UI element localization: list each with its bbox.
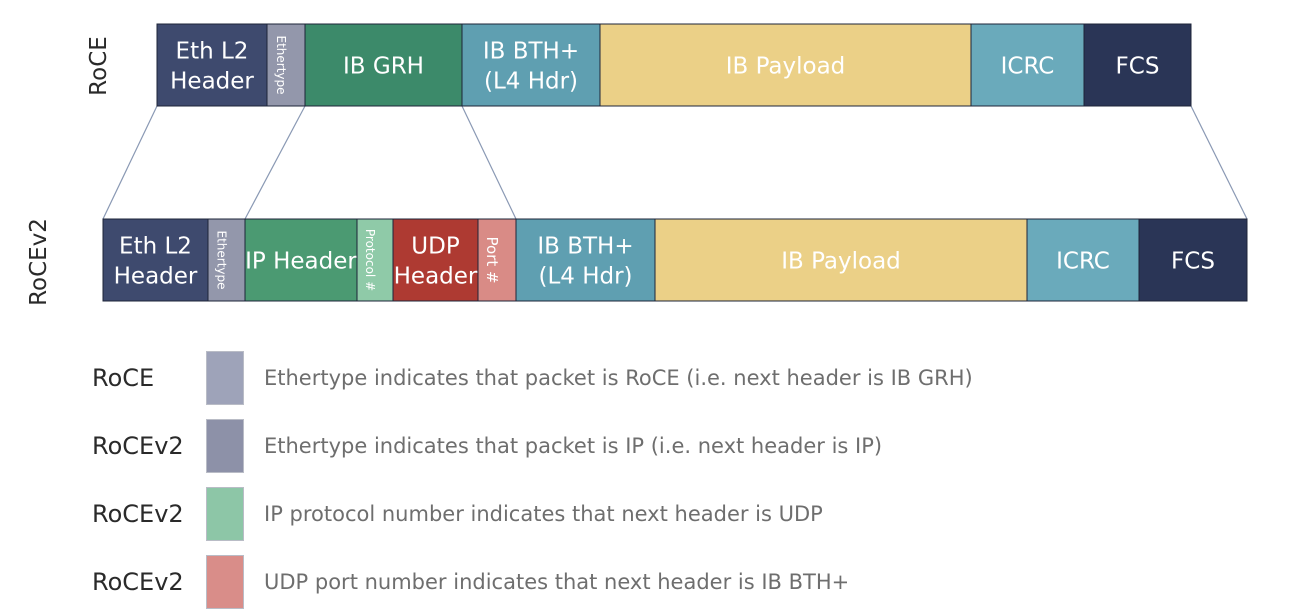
- rocev2-segment-eth-l2: [102, 218, 209, 302]
- rocev2-segment-port: [477, 218, 517, 302]
- roce-label-fcs: FCS: [1116, 53, 1160, 79]
- rocev2-label-port: Port #: [483, 236, 501, 283]
- roce-segment-eth-l2: [156, 23, 268, 107]
- legend-swatch: [206, 351, 244, 405]
- rocev2-label-payload: IB Payload: [781, 248, 901, 274]
- zoom-line: [1190, 105, 1248, 220]
- legend-description: IP protocol number indicates that next h…: [264, 502, 823, 526]
- legend-swatch: [206, 419, 244, 473]
- roce-segment-payload: [599, 23, 972, 107]
- rocev2-label-fcs: FCS: [1171, 248, 1215, 274]
- legend-label: RoCEv2: [92, 568, 184, 596]
- rocev2-label-ethertype: Ethertype: [215, 230, 229, 289]
- legend-label: RoCEv2: [92, 500, 184, 528]
- rocev2-segment-protocol: [356, 218, 394, 302]
- zoom-lines: [102, 105, 1248, 220]
- rocev2-segment-fcs: [1138, 218, 1248, 302]
- rocev2-label-protocol: Protocol #: [363, 229, 377, 291]
- legend-label: RoCEv2: [92, 432, 184, 460]
- legend-description: Ethertype indicates that packet is IP (i…: [264, 434, 883, 458]
- rocev2-label-bth: IB BTH+(L4 Hdr): [537, 233, 633, 289]
- zoom-line: [102, 105, 158, 220]
- legend-description: UDP port number indicates that next head…: [264, 570, 850, 594]
- roce-label-grh: IB GRH: [343, 53, 424, 79]
- roce-segment-icrc: [970, 23, 1085, 107]
- legend-label: RoCE: [92, 364, 155, 392]
- roce-label-payload: IB Payload: [726, 53, 846, 79]
- roce-label-bth: IB BTH+(L4 Hdr): [483, 38, 579, 94]
- legend-swatch: [206, 555, 244, 609]
- roce-segment-ethertype: [266, 23, 306, 107]
- roce-segment-grh: [304, 23, 463, 107]
- zoom-line: [461, 105, 517, 220]
- zoom-line: [244, 105, 306, 220]
- legend-row: RoCEv2 IP protocol number indicates that …: [0, 486, 1312, 542]
- rocev2-segment-ethertype: [207, 218, 246, 302]
- roce-label-ethertype: Ethertype: [274, 35, 288, 94]
- rocev2-label-icrc: ICRC: [1056, 248, 1110, 274]
- legend-description: Ethertype indicates that packet is RoCE …: [264, 366, 973, 390]
- roce-row-label: RoCE: [86, 36, 112, 96]
- legend-row: RoCE Ethertype indicates that packet is R…: [0, 350, 1312, 406]
- rocev2-segment-udp-header: [392, 218, 479, 302]
- legend-row: RoCEv2 UDP port number indicates that nex…: [0, 554, 1312, 610]
- rocev2-segment-payload: [654, 218, 1028, 302]
- rocev2-label-ip-header: IP Header: [245, 248, 357, 274]
- rocev2-segment-icrc: [1026, 218, 1140, 302]
- legend-swatch: [206, 487, 244, 541]
- rocev2-segment-ip-header: [244, 218, 358, 302]
- rocev2-row-label: RoCEv2: [26, 218, 52, 306]
- legend-row: RoCEv2 Ethertype indicates that packet is…: [0, 418, 1312, 474]
- roce-label-icrc: ICRC: [1001, 53, 1055, 79]
- roce-segment-fcs: [1083, 23, 1192, 107]
- roce-segment-bth: [461, 23, 601, 107]
